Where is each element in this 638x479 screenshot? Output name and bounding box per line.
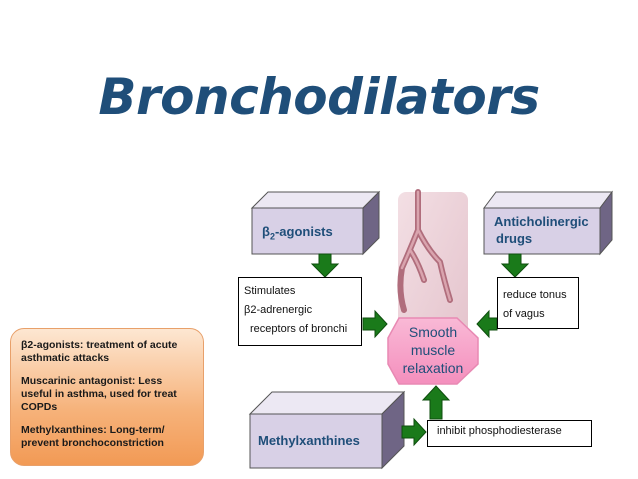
- arrow-anticholinergic-to-relaxation: [476, 309, 498, 339]
- arrow-effect-to-relaxation: [421, 385, 451, 420]
- arrow-anticholinergic-down: [500, 253, 530, 278]
- lung-illustration: [397, 189, 468, 352]
- arrow-beta2-down: [310, 253, 340, 278]
- note-methylxanthines: Methylxanthines: Long-term/ prevent bron…: [21, 424, 165, 449]
- page-title: Bronchodilators: [98, 68, 540, 126]
- methylxanthines-effect-box: inhibit phosphodiesterase: [427, 420, 592, 447]
- note-muscarinic: Muscarinic antagonist: Less useful in as…: [21, 375, 177, 413]
- methylxanthines-label: Methylxanthines: [258, 433, 360, 448]
- note-beta2: β2-agonists: treatment of acute asthmati…: [21, 339, 178, 364]
- beta2-agonists-label: β2-agonists: [262, 224, 333, 242]
- methylxanthines-box: [248, 390, 406, 470]
- smooth-muscle-relaxation-label: Smooth muscle relaxation: [402, 324, 464, 376]
- smooth-muscle-relaxation-octagon: [387, 317, 479, 385]
- beta2-agonists-box: [250, 190, 381, 256]
- arrow-beta2-to-relaxation: [362, 309, 388, 339]
- anticholinergic-box: [483, 190, 613, 256]
- anticholinergic-effect-box: reduce tonus of vagus: [497, 277, 579, 329]
- notes-panel: β2-agonists: treatment of acute asthmati…: [10, 328, 204, 466]
- beta2-effect-box: Stimulates β2-adrenergic receptors of br…: [238, 277, 362, 346]
- arrow-methylxanthines-to-effect: [401, 417, 427, 447]
- anticholinergic-label: Anticholinergic drugs: [494, 214, 589, 246]
